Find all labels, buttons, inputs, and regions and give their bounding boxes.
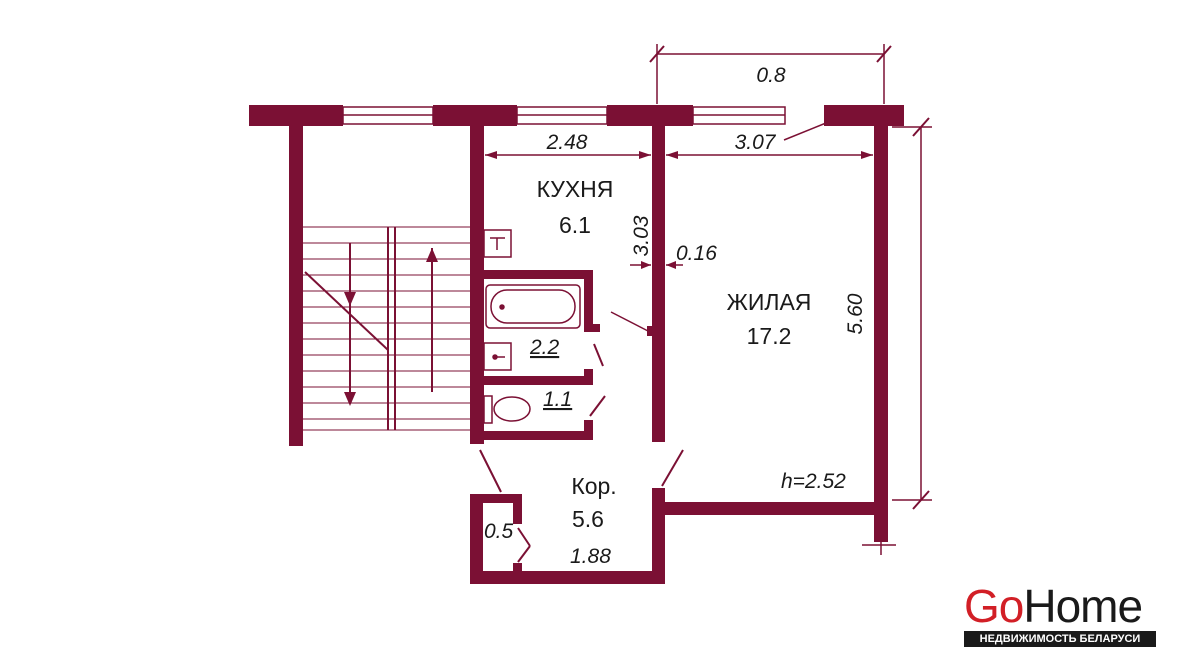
dimension-living-length: 5.60	[844, 293, 867, 334]
fixtures	[483, 229, 581, 424]
dimension-living-width: 3.07	[735, 131, 777, 154]
door-swing-bathroom	[593, 343, 604, 367]
exterior-wall-top-3	[607, 105, 693, 126]
door-swing-closet	[517, 527, 531, 547]
gohome-logo: GoHome НЕДВИЖИМОСТЬ БЕЛАРУСИ	[964, 583, 1156, 647]
dimension-wall-thickness: 0.16	[676, 242, 717, 265]
toilet-area: 1.1	[543, 388, 572, 411]
toilet-wall-bottom	[470, 431, 593, 440]
bathroom-area: 2.2	[529, 336, 560, 359]
logo-go: Go	[964, 580, 1024, 632]
bathroom-wall-top	[470, 270, 593, 279]
door-swing-closet-2	[517, 545, 531, 563]
closet-wall-top	[470, 494, 515, 503]
windows	[342, 106, 786, 125]
washbasin-icon	[483, 342, 512, 371]
living-room-name: ЖИЛАЯ	[727, 289, 812, 315]
dimension-window-offset: 0.8	[756, 64, 786, 87]
living-wall-bottom	[652, 502, 888, 515]
logo-tagline: НЕДВИЖИМОСТЬ БЕЛАРУСИ	[964, 631, 1156, 647]
door-swing-entrance	[479, 449, 502, 493]
exterior-wall-top-4	[824, 105, 904, 126]
dimension-corridor-width: 1.88	[570, 545, 611, 568]
bathroom-door-jamb	[588, 324, 600, 332]
bathtub-icon	[485, 284, 581, 329]
dimension-lines	[485, 44, 932, 555]
toilet-icon	[483, 395, 531, 424]
corridor-area: 5.6	[572, 506, 604, 532]
exterior-wall-top-1	[249, 105, 343, 126]
toilet-wall-right	[584, 420, 593, 439]
kitchen-living-partition	[652, 120, 665, 442]
dimension-kitchen-depth: 3.03	[630, 215, 653, 256]
corridor-name: Кор.	[571, 473, 616, 499]
closet-wall-right	[513, 494, 522, 524]
closet-area: 0.5	[484, 520, 514, 543]
door-swing-living	[661, 449, 684, 487]
stove-icon	[483, 229, 512, 258]
walls	[249, 105, 904, 584]
kitchen-wall-left	[470, 120, 484, 444]
exterior-wall-top-2	[433, 105, 517, 126]
kitchen-area: 6.1	[559, 212, 591, 238]
bathroom-wall-right-lower	[584, 369, 593, 379]
closet-wall-right-stub	[513, 563, 522, 573]
doors	[479, 343, 684, 563]
bathroom-wall-right-upper	[584, 270, 593, 332]
partition-stub	[647, 326, 654, 336]
corridor-wall-bottom	[470, 571, 665, 584]
living-room-area: 17.2	[747, 323, 792, 349]
stairs-icon	[303, 226, 470, 431]
door-swing-toilet	[589, 395, 606, 417]
logo-wordmark: GoHome	[964, 583, 1156, 629]
stair-wall-left	[289, 120, 303, 446]
exterior-wall-right	[874, 120, 888, 542]
toilet-wall-top	[470, 376, 593, 385]
ceiling-height: h=2.52	[781, 470, 846, 493]
closet-wall-left	[470, 494, 483, 584]
corridor-wall-right	[652, 488, 665, 584]
kitchen-name: КУХНЯ	[537, 176, 614, 202]
dimension-kitchen-width: 2.48	[546, 131, 588, 154]
logo-home: Home	[1023, 580, 1143, 632]
